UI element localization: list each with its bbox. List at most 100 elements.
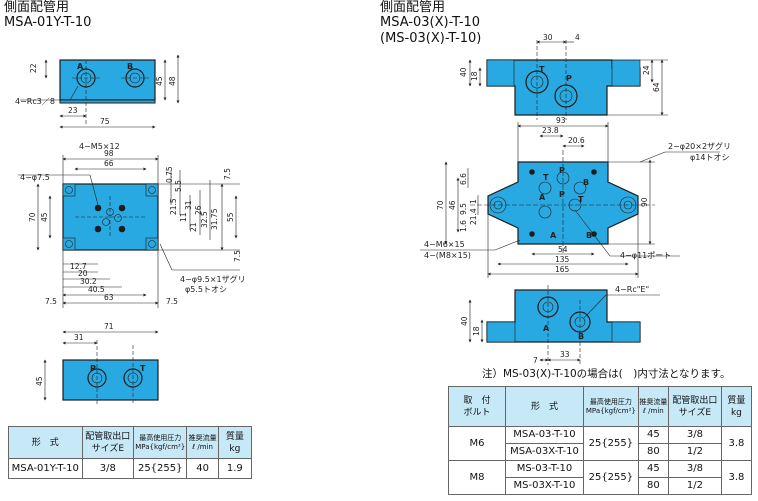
toshi-label: φ5.5トオシ (185, 285, 227, 294)
toshi-label: φ14トオシ (690, 153, 729, 162)
cell-bolt: M6 (447, 426, 507, 461)
dim-label: 55 (226, 212, 235, 222)
cell-flow: 40 (186, 458, 219, 479)
dim-label: 45 (35, 376, 44, 386)
dim-label: 31 (74, 333, 84, 342)
port-label: A (539, 193, 546, 202)
cell-pressure: 25{255} (133, 458, 188, 479)
left-plan-view (18, 155, 240, 308)
dim-label: 6.6 (459, 173, 468, 185)
dim-label: 98 (104, 149, 114, 158)
port-t-label: T (539, 65, 545, 74)
header-size: 配管取出口サイズE (81, 426, 135, 459)
cell-model: MSA-01Y-T-10 (8, 458, 83, 479)
dim-label: 23.8 (542, 126, 559, 135)
dim-label: 18 (470, 71, 479, 81)
cell-mass: 3.8 (720, 426, 753, 461)
dim-label: 70 (436, 200, 445, 210)
cell-size: 1/2 (667, 443, 722, 461)
cell-model: MS-03-T-10 (505, 460, 584, 478)
port11-label: 4−φ11ポート (620, 251, 671, 260)
dim-label: 75 (100, 117, 110, 126)
cell-size: 3/8 (667, 460, 722, 478)
header-bolt: 取 付ボルト (447, 386, 507, 427)
dim-label: 5.5 (174, 180, 183, 192)
cell-model: MSA-03X-T-10 (505, 443, 584, 461)
port-label: T (543, 173, 549, 182)
dim-label: 7 (533, 356, 538, 365)
dim-label: 45 (155, 76, 164, 86)
dim-label: 0.75 (165, 166, 174, 183)
dim-label: 7.5 (45, 297, 57, 306)
right-model-title: MSA-03(X)-T-10 (380, 15, 481, 30)
cell-size: 1/2 (667, 477, 722, 495)
rc-label: 4−Rc"E" (615, 285, 649, 294)
port-b-label: B (127, 62, 133, 71)
note-text: 注）MS-03(X)-T-10の場合は( )内寸法となります。 (482, 368, 731, 380)
dim-label: 40 (459, 67, 468, 77)
dim-label: 32.5 (200, 211, 209, 228)
dim-label: 54 (558, 245, 568, 254)
port-b-label: B (578, 332, 584, 341)
cell-model: MSA-03-T-10 (505, 426, 584, 444)
dim-label: 71 (104, 322, 114, 331)
dim-label: 33 (560, 350, 570, 359)
cell-size: 3/8 (667, 426, 722, 444)
port-a-label: A (77, 62, 84, 71)
dim-label: 12.7 (70, 262, 87, 271)
dim-label: 1 (469, 199, 478, 204)
dim-label: 93 (556, 116, 566, 125)
cell-pressure: 25{255} (582, 460, 639, 495)
dim-label: 23 (68, 106, 78, 115)
dia-label: 4−φ7.5 (20, 173, 50, 182)
dim-label: 45 (40, 212, 49, 222)
dim-label: 90 (640, 197, 649, 207)
dim-label: 46 (448, 200, 457, 210)
cell-flow: 45 (637, 426, 669, 444)
header-size: 配管取出口サイズE (667, 386, 722, 427)
right-side-view (468, 285, 660, 365)
dim-label: 40 (460, 316, 469, 326)
dim-label: 48 (168, 76, 177, 86)
dim-label: 20.6 (568, 136, 585, 145)
cell-bolt: M8 (447, 460, 507, 495)
m6-label: 4−M6×15 (424, 240, 465, 249)
cell-mass: 3.8 (720, 460, 753, 495)
dim-label: 24 (642, 65, 651, 75)
port-label: T (578, 195, 584, 204)
right-heading: 側面配管用 (380, 0, 446, 15)
dim-label: 165 (555, 265, 570, 274)
left-side-view (43, 330, 159, 405)
dim-label: 21.5 (169, 198, 178, 215)
dim-label: 31 (184, 200, 193, 210)
dim-label: 20 (78, 269, 88, 278)
left-top-view (20, 54, 180, 129)
dim-label: 135 (555, 255, 570, 264)
port-a-label: A (543, 324, 550, 333)
left-heading: 側面配管用 (4, 0, 70, 15)
port-label: P (559, 190, 565, 199)
port-label: P (559, 166, 565, 175)
dim-label: 7.5 (233, 250, 242, 262)
dim-label: 30.2 (80, 277, 97, 286)
port-p-label: P (90, 364, 96, 373)
dim-label: 31.75 (210, 208, 219, 230)
dim-label: 70 (28, 212, 37, 222)
m5-label: 4−M5×12 (79, 142, 120, 151)
right-top-view (468, 40, 668, 120)
rc-label: 4−Rc3／8 (15, 97, 55, 106)
dim-label: 4 (575, 33, 580, 42)
zaguri-label: 4−φ9.5×1ザグリ (180, 274, 246, 284)
dim-label: 9.5 (459, 203, 468, 215)
right-plan-view (420, 122, 720, 278)
port-label: B (586, 231, 592, 240)
